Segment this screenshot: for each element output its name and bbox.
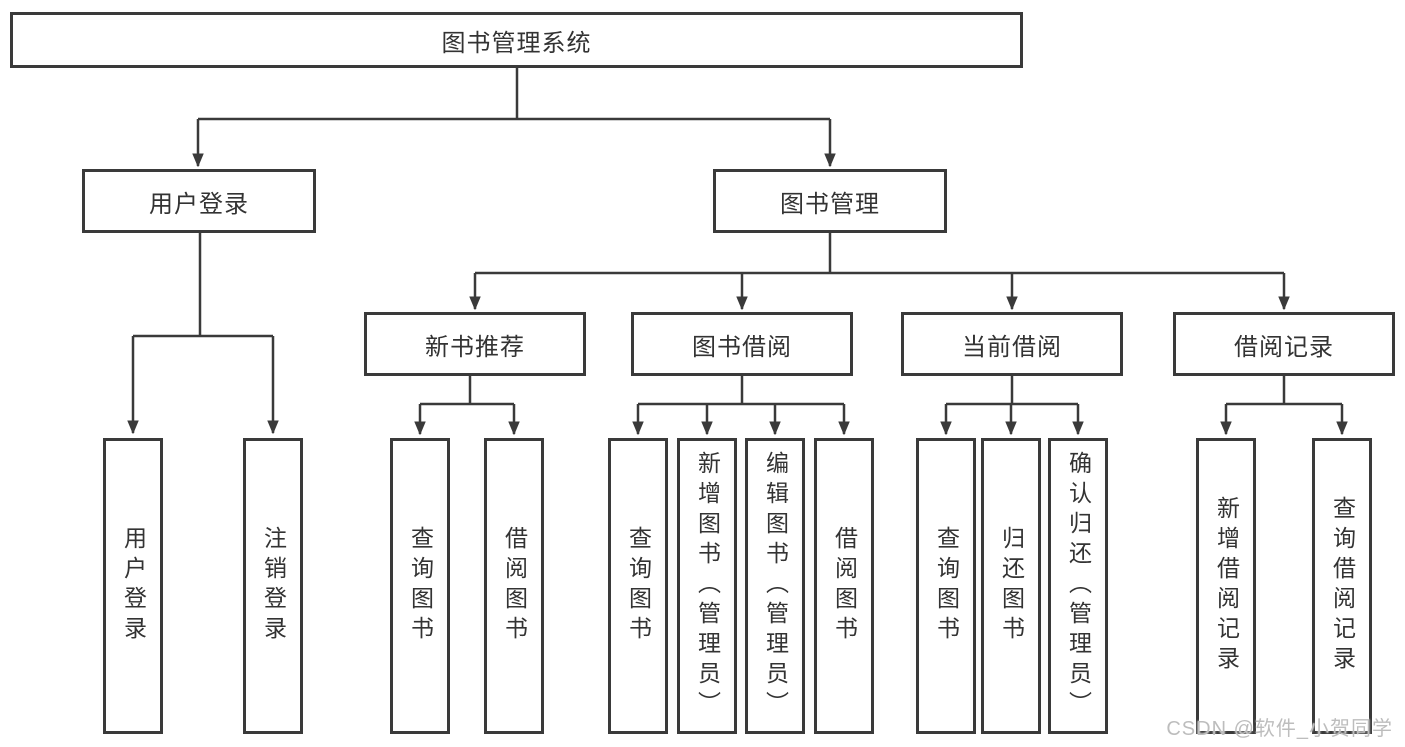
leaf-label: 归还图书 xyxy=(998,526,1025,646)
leaf-logout: 注销登录 xyxy=(243,438,303,734)
leaf-label: 新增图书（管理员） xyxy=(694,451,721,721)
node-book-borrowing: 图书借阅 xyxy=(631,312,853,376)
csdn-watermark: CSDN @软件_小贺同学 xyxy=(1166,718,1393,740)
leaf-query-books-current: 查询图书 xyxy=(916,438,976,734)
leaf-label: 借阅图书 xyxy=(501,526,528,646)
node-library-management-system: 图书管理系统 xyxy=(10,12,1023,68)
leaf-label: 确认归还（管理员） xyxy=(1065,451,1092,721)
leaf-label: 查询借阅记录 xyxy=(1329,496,1356,676)
node-label: 借阅记录 xyxy=(1234,333,1334,361)
node-current-borrowing: 当前借阅 xyxy=(901,312,1123,376)
leaf-add-borrowing-record: 新增借阅记录 xyxy=(1196,438,1256,734)
node-borrowing-records: 借阅记录 xyxy=(1173,312,1395,376)
leaf-edit-book-admin: 编辑图书（管理员） xyxy=(745,438,805,734)
leaf-borrow-books-borrowing: 借阅图书 xyxy=(814,438,874,734)
leaf-confirm-return-admin: 确认归还（管理员） xyxy=(1048,438,1108,734)
leaf-label: 查询图书 xyxy=(407,526,434,646)
leaf-label: 编辑图书（管理员） xyxy=(762,451,789,721)
leaf-query-books-recommendation: 查询图书 xyxy=(390,438,450,734)
leaf-label: 查询图书 xyxy=(625,526,652,646)
leaf-label: 查询图书 xyxy=(933,526,960,646)
node-label: 用户登录 xyxy=(149,190,249,218)
leaf-return-books: 归还图书 xyxy=(981,438,1041,734)
node-label: 新书推荐 xyxy=(425,333,525,361)
node-label: 当前借阅 xyxy=(962,333,1062,361)
leaf-label: 借阅图书 xyxy=(831,526,858,646)
leaf-label: 新增借阅记录 xyxy=(1213,496,1240,676)
leaf-query-borrowing-record: 查询借阅记录 xyxy=(1312,438,1372,734)
node-label: 图书管理 xyxy=(780,190,880,218)
leaf-user-login: 用户登录 xyxy=(103,438,163,734)
leaf-query-books-borrowing: 查询图书 xyxy=(608,438,668,734)
leaf-label: 注销登录 xyxy=(260,526,287,646)
leaf-add-book-admin: 新增图书（管理员） xyxy=(677,438,737,734)
node-label: 图书管理系统 xyxy=(441,29,592,57)
node-new-book-recommendation: 新书推荐 xyxy=(364,312,586,376)
leaf-label: 用户登录 xyxy=(120,526,147,646)
node-label: 图书借阅 xyxy=(692,333,792,361)
leaf-borrow-books-recommendation: 借阅图书 xyxy=(484,438,544,734)
node-user-login: 用户登录 xyxy=(82,169,316,233)
node-book-management: 图书管理 xyxy=(713,169,947,233)
